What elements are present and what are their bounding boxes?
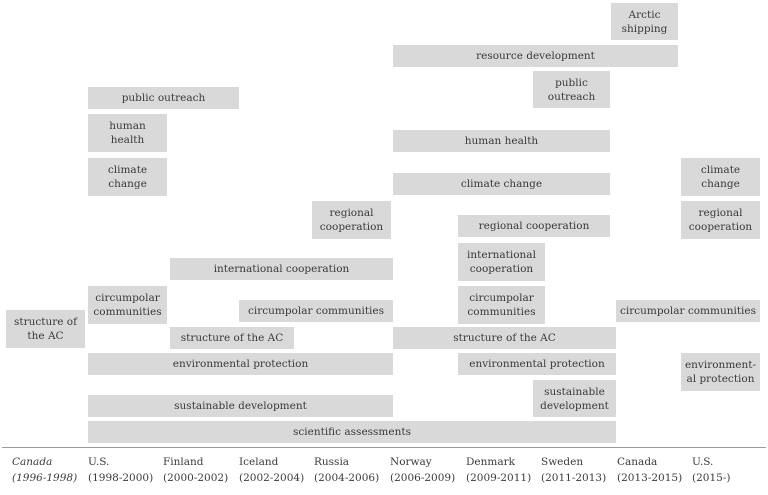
priority-box-climate-change-3: climate change: [681, 158, 760, 196]
priority-box-circumpolar-communities-1: circumpolar communities: [88, 286, 167, 324]
chairmanship-country: Sweden: [541, 456, 584, 468]
priority-box-public-outreach-2: public outreach: [533, 71, 610, 108]
chairmanship-years: (2015-): [692, 472, 731, 484]
chairmanship-us-2015: U.S. (2015-): [692, 454, 730, 486]
chairmanship-country: Norway: [390, 456, 432, 468]
chairmanship-sweden-2011: Sweden (2011-2013): [541, 454, 606, 486]
chairmanship-years: (2006-2009): [390, 472, 456, 484]
chairmanship-country: U.S.: [88, 456, 110, 468]
chairmanship-iceland-2002: Iceland (2002-2004): [239, 454, 304, 486]
chairmanship-years: (2002-2004): [239, 472, 305, 484]
chairmanship-us-1998: U.S. (1998-2000): [88, 454, 153, 486]
priority-box-arctic-shipping: Arctic shipping: [611, 3, 678, 40]
priority-box-regional-cooperation-3: regional cooperation: [681, 201, 760, 239]
chairmanship-years: (2004-2006): [314, 472, 380, 484]
chairmanship-country: Iceland: [239, 456, 279, 468]
priority-box-international-cooperation-1: international cooperation: [170, 258, 393, 280]
priority-box-environmental-protection-2: environmental protection: [458, 353, 616, 375]
priority-box-human-health-1: human health: [88, 114, 167, 152]
chairmanship-country: Denmark: [466, 456, 515, 468]
chairmanship-country: U.S.: [692, 456, 714, 468]
chairmanship-denmark-2009: Denmark (2009-2011): [466, 454, 531, 486]
priority-box-resource-development: resource development: [393, 45, 678, 67]
chairmanship-country: Finland: [163, 456, 204, 468]
priority-box-climate-change-1: climate change: [88, 158, 167, 196]
chairmanship-years: (1996-1998): [12, 472, 78, 484]
chairmanship-finland-2000: Finland (2000-2002): [163, 454, 228, 486]
chairmanship-years: (2013-2015): [617, 472, 683, 484]
chairmanship-canada-1996: Canada (1996-1998): [12, 454, 77, 486]
priority-box-public-outreach-1: public outreach: [88, 87, 239, 109]
priority-box-circumpolar-communities-4: circumpolar communities: [616, 300, 760, 322]
priority-box-sustainable-development-1: sustainable development: [88, 395, 393, 417]
chairmanship-russia-2004: Russia (2004-2006): [314, 454, 379, 486]
chairmanship-country: Canada: [617, 456, 658, 468]
priority-box-circumpolar-communities-3: circumpolar communities: [458, 286, 545, 324]
priority-box-human-health-2: human health: [393, 130, 610, 152]
chairmanship-canada-2013: Canada (2013-2015): [617, 454, 682, 486]
priority-box-environmental-protection-1: environmental protection: [88, 353, 393, 375]
priority-box-structure-ac-1: structure of the AC: [6, 310, 85, 348]
priority-box-regional-cooperation-1: regional cooperation: [312, 201, 391, 239]
priority-box-circumpolar-communities-2: circumpolar communities: [239, 300, 393, 322]
timeline-axis-line: [2, 447, 766, 448]
chairmanship-years: (2011-2013): [541, 472, 607, 484]
chairmanship-years: (2000-2002): [163, 472, 229, 484]
priority-box-structure-ac-2: structure of the AC: [170, 327, 294, 349]
chairmanship-country: Russia: [314, 456, 350, 468]
chairmanship-years: (2009-2011): [466, 472, 532, 484]
chairmanship-country: Canada: [12, 456, 53, 468]
priority-box-environmental-protection-3: environment- al protection: [681, 353, 760, 391]
chairmanship-norway-2006: Norway (2006-2009): [390, 454, 455, 486]
priority-box-international-cooperation-2: international cooperation: [458, 243, 545, 281]
priority-box-sustainable-development-2: sustainable development: [533, 380, 616, 417]
priority-box-structure-ac-3: structure of the AC: [393, 327, 616, 349]
priority-box-regional-cooperation-2: regional cooperation: [458, 215, 610, 237]
chairmanship-years: (1998-2000): [88, 472, 154, 484]
priority-box-scientific-assessments: scientific assessments: [88, 421, 616, 443]
priority-box-climate-change-2: climate change: [393, 173, 610, 195]
